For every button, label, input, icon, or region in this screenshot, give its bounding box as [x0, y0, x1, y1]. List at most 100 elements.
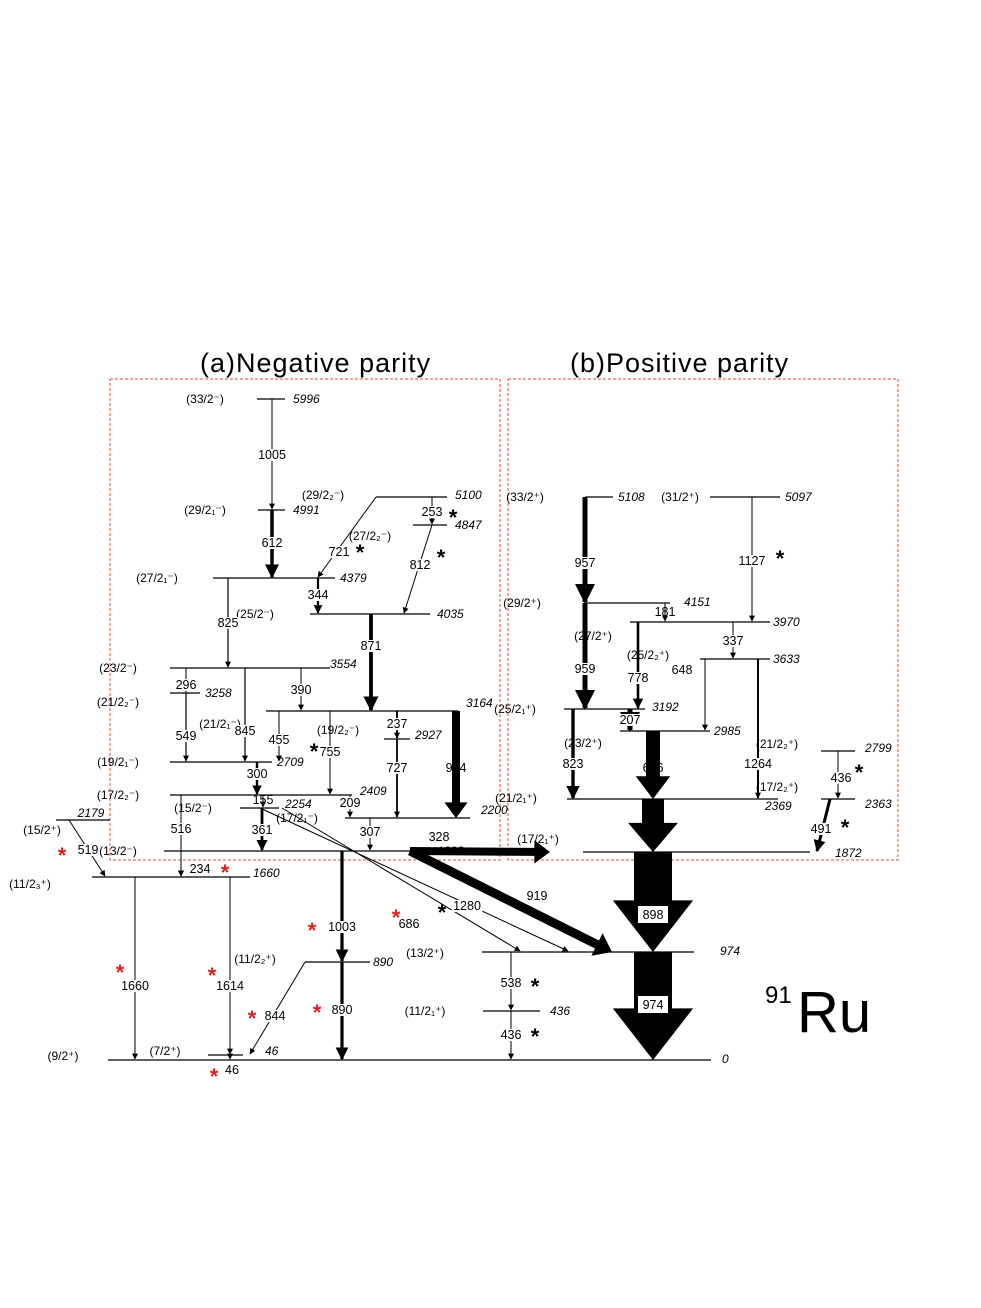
- level-energy-label: 2179: [77, 806, 105, 820]
- level-energy-label: 2200: [480, 803, 508, 817]
- level-spin-label: (13/2⁺): [406, 946, 444, 960]
- label-background: [174, 730, 198, 742]
- gamma-transition: 959: [573, 603, 597, 710]
- transition-energy-label: 721: [329, 545, 350, 559]
- gamma-transition: 237: [385, 711, 409, 739]
- gamma-transition: 46 *: [210, 1053, 241, 1089]
- gamma-transition: 436*: [829, 751, 864, 799]
- label-background: [618, 714, 642, 726]
- level-energy-label: 5097: [785, 490, 813, 504]
- level-spin-label: (27/2₁⁻): [136, 571, 178, 585]
- transition-energy-label: 344: [308, 588, 329, 602]
- level-spin-label: (9/2⁺): [47, 1049, 78, 1063]
- level-energy-label: 2409: [359, 784, 387, 798]
- gamma-transition: 181: [655, 603, 676, 622]
- label-background: [385, 762, 409, 774]
- label-background: [327, 546, 351, 558]
- transition-energy-label: 1660: [121, 979, 149, 993]
- level-energy-label: 3633: [773, 652, 800, 666]
- transition-energy-label: 1614: [216, 979, 244, 993]
- transition-arrow: [628, 799, 678, 852]
- known-transition-star-icon: *: [841, 815, 850, 840]
- transition-energy-label: 253: [422, 505, 443, 519]
- new-transition-star-icon: *: [313, 1000, 322, 1025]
- transition-energy-label: 612: [262, 536, 283, 550]
- known-transition-star-icon: *: [449, 505, 458, 530]
- new-transition-star-icon: *: [210, 1064, 219, 1089]
- label-background: [256, 449, 288, 461]
- gamma-transition: 436*: [499, 1011, 540, 1060]
- transition-energy-label: 497: [643, 819, 664, 833]
- level-energy-label: 2799: [864, 741, 892, 755]
- gamma-transition: 300: [245, 762, 269, 795]
- label-background: [408, 559, 432, 571]
- gamma-transition: 721*: [317, 496, 377, 578]
- gamma-transition: 361: [250, 808, 274, 852]
- level-spin-label: (25/2⁻): [236, 607, 274, 621]
- transition-energy-label: 1003: [328, 920, 356, 934]
- level-spin-label: (33/2⁺): [506, 490, 544, 504]
- level-energy-label: 2369: [764, 799, 792, 813]
- label-background: [358, 826, 382, 838]
- transition-energy-label: 957: [575, 556, 596, 570]
- label-background: [260, 537, 284, 549]
- transition-energy-label: 328: [429, 830, 450, 844]
- nucleus-mass-number: 91: [765, 982, 792, 1009]
- gamma-transition: 1005: [256, 399, 288, 510]
- transition-energy-label: 181: [655, 605, 676, 619]
- level-energy-label: 2363: [864, 797, 892, 811]
- transition-energy-label: 390: [291, 683, 312, 697]
- transition-arrow: [410, 840, 550, 864]
- level-spin-label: (11/2₃⁺): [9, 877, 51, 891]
- transition-energy-label: 455: [269, 733, 290, 747]
- gamma-transition: 686*: [281, 807, 521, 952]
- label-background: [289, 684, 313, 696]
- transition-arrow: [635, 731, 671, 799]
- label-background: [223, 1064, 241, 1076]
- gamma-transition: 155: [253, 793, 274, 808]
- transition-energy-label: 778: [628, 671, 649, 685]
- transition-energy-label: 755: [320, 745, 341, 759]
- gamma-transition: 755*: [310, 711, 342, 795]
- level-energy-label: 890: [373, 955, 393, 969]
- gamma-transition: 209: [338, 795, 362, 818]
- label-background: [169, 823, 193, 835]
- level-spin-label: (17/2₁⁻): [276, 811, 318, 825]
- transition-energy-label: 361: [252, 823, 273, 837]
- transition-energy-label: 307: [360, 825, 381, 839]
- level-energy-label: 3258: [205, 686, 232, 700]
- level-spin-label: (27/2⁺): [574, 629, 612, 643]
- level-energy-label: 2709: [276, 755, 304, 769]
- label-background: [338, 797, 362, 809]
- new-transition-star-icon: *: [308, 918, 317, 943]
- level-spin-label: (15/2⁻): [174, 801, 212, 815]
- gamma-transition: 296: [174, 668, 198, 693]
- level-spin-label: (19/2₂⁻): [317, 723, 359, 737]
- transition-energy-label: 46: [225, 1063, 239, 1077]
- label-background: [318, 746, 342, 758]
- transition-energy-label: 155: [253, 793, 274, 807]
- level-spin-label: (17/2₂⁺): [756, 780, 798, 794]
- transition-arrow: [408, 847, 612, 956]
- gamma-transition: 616: [635, 731, 671, 799]
- level-energy-label: 2254: [284, 797, 312, 811]
- gamma-transition: 538*: [499, 952, 540, 1011]
- gamma-transition: 871: [359, 614, 383, 712]
- transition-energy-label: 300: [247, 767, 268, 781]
- level-spin-label: (7/2⁺): [149, 1044, 180, 1058]
- gamma-transition: 497: [628, 799, 678, 852]
- label-background: [233, 725, 257, 737]
- transition-energy-label: 207: [620, 713, 641, 727]
- transition-energy-label: 898: [643, 908, 664, 922]
- gamma-transition: 1003 *: [308, 851, 358, 963]
- transition-energy-label: 491: [811, 822, 832, 836]
- label-background: [385, 718, 409, 730]
- level-energy-label: 1660: [253, 866, 280, 880]
- level-energy-label: 2927: [414, 728, 443, 742]
- gamma-transition: 307: [358, 818, 382, 851]
- label-background: [573, 557, 597, 569]
- transition-energy-label: 812: [410, 558, 431, 572]
- level-spin-label: (21/2₁⁻): [199, 717, 241, 731]
- transition-energy-label: 519: [78, 843, 99, 857]
